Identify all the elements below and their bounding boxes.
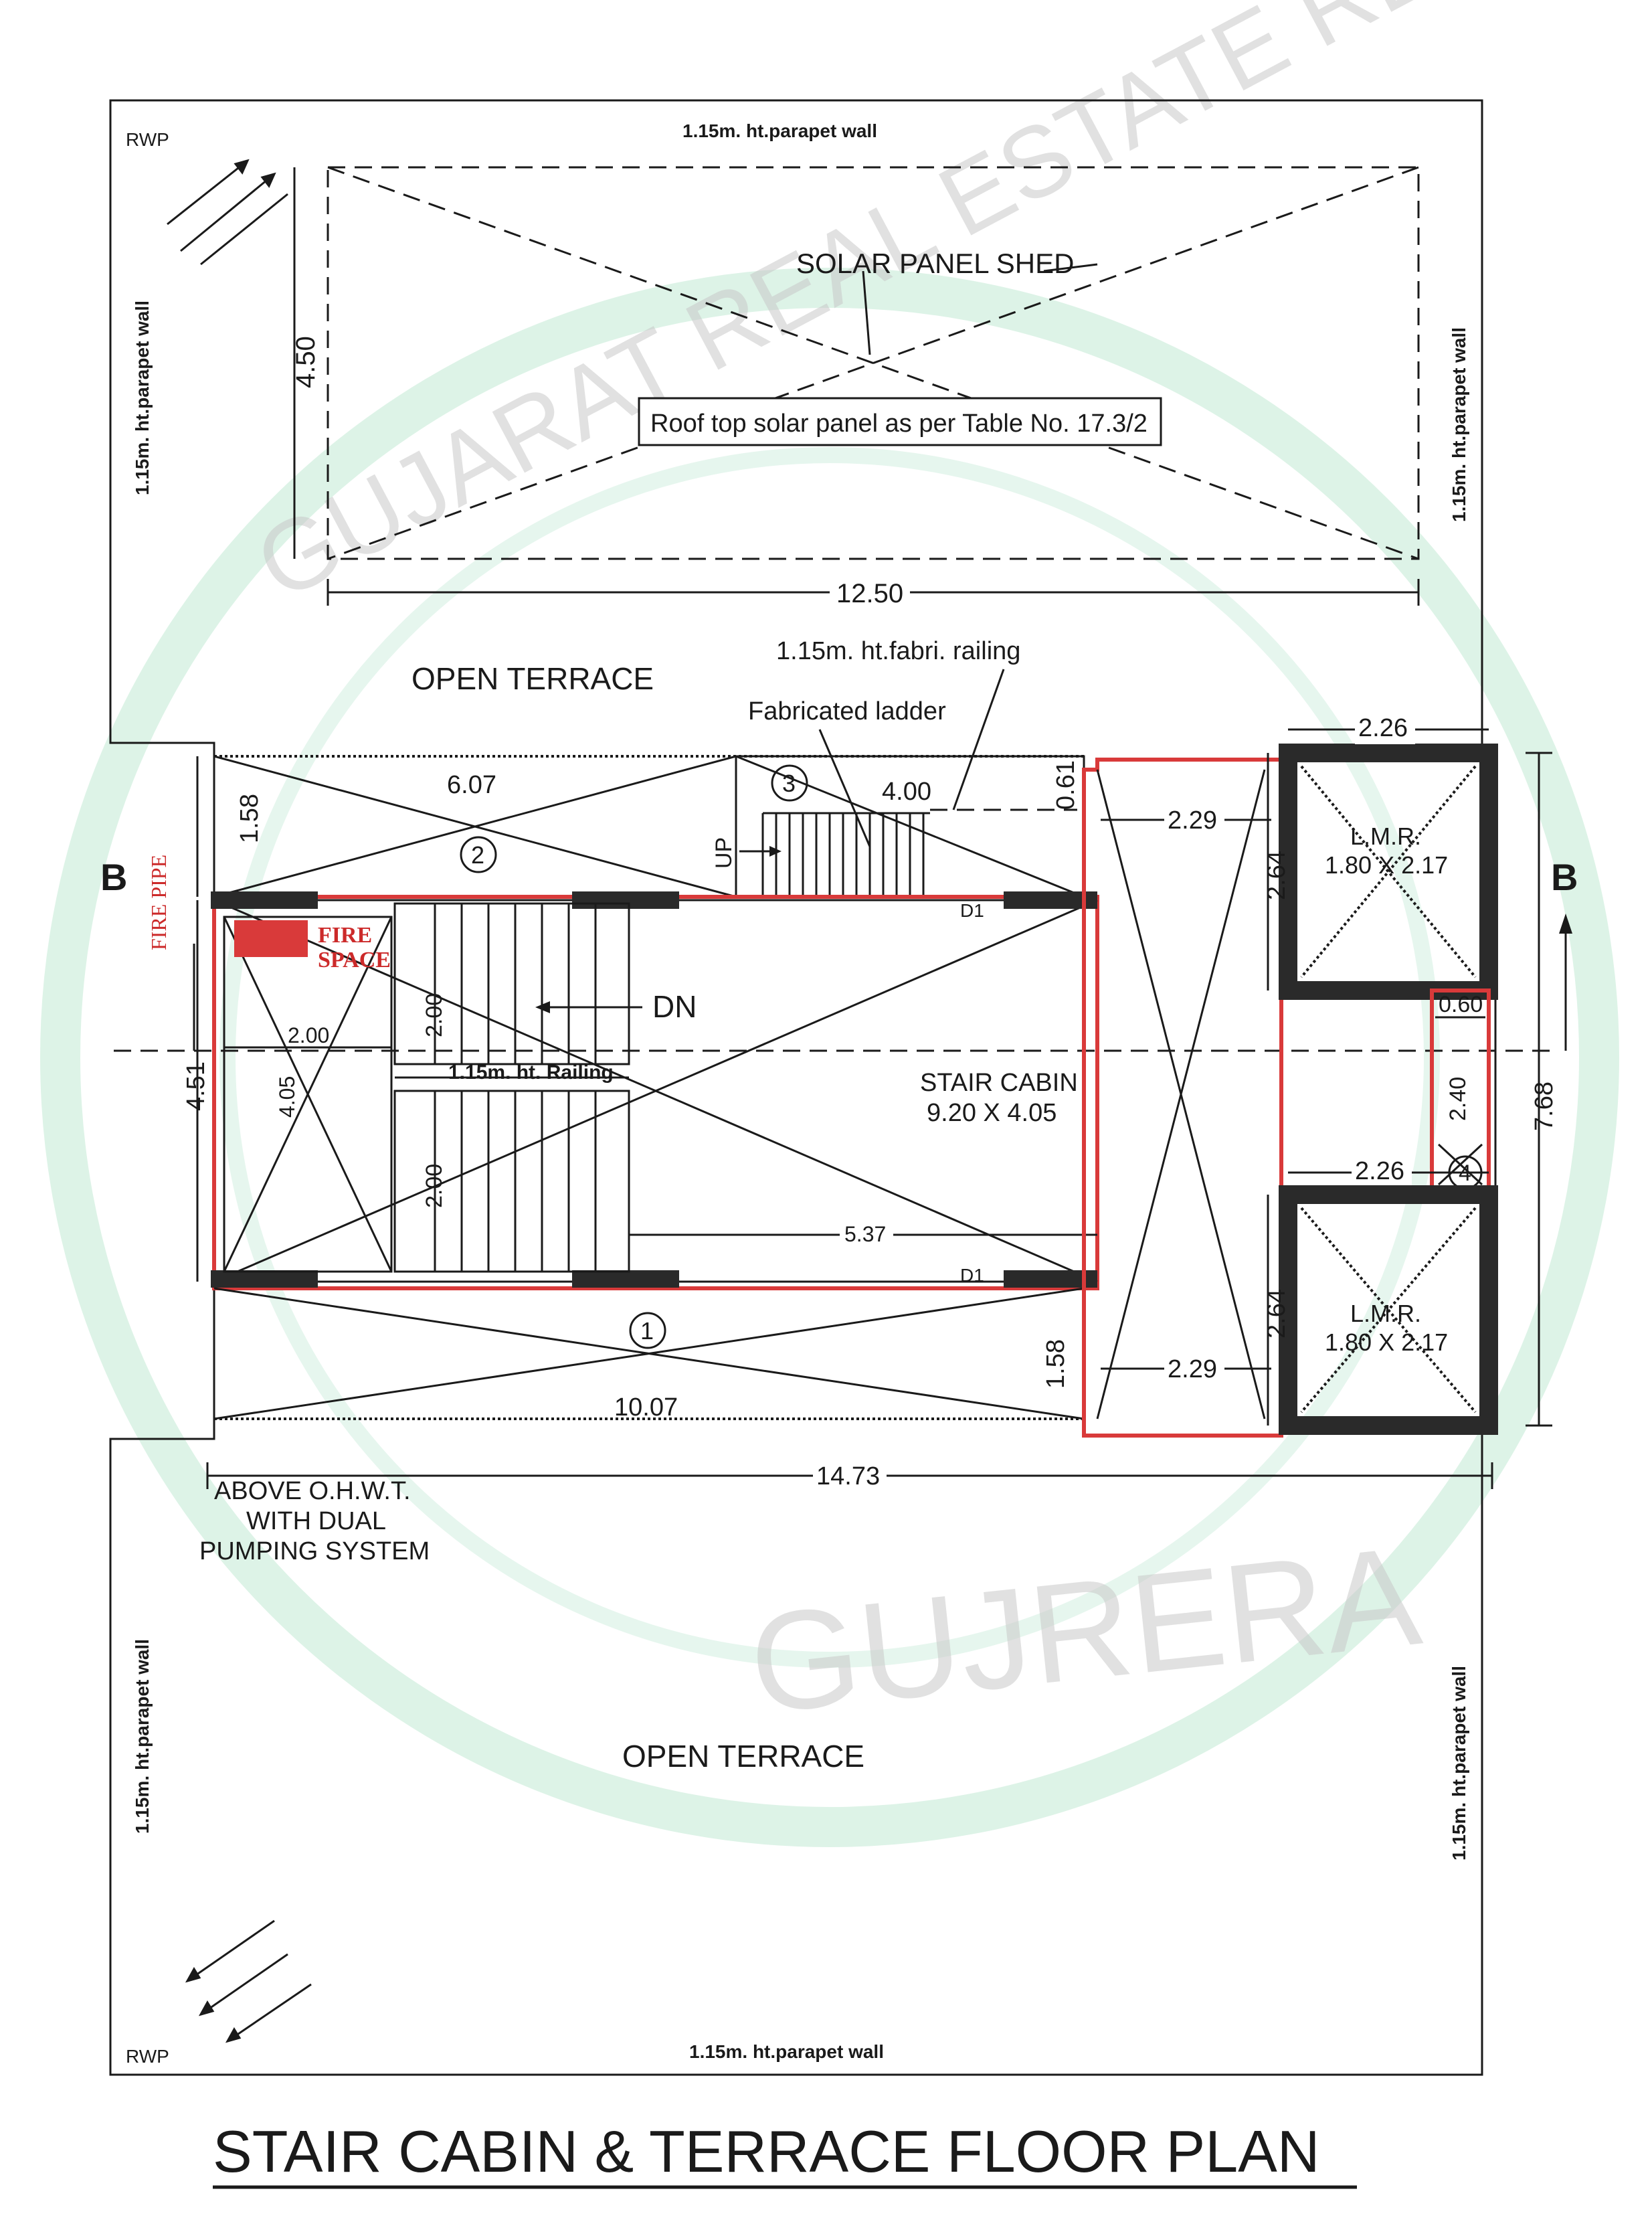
inner-railing-label: 1.15m. ht. Railing — [448, 1061, 614, 1084]
overall-dimension: 14.73 — [206, 1460, 1493, 1490]
ohwt-note-3: PUMPING SYSTEM — [199, 1537, 430, 1565]
fire-pipe-label: FIRE PIPE — [147, 855, 171, 950]
rwp-label-bottom: RWP — [126, 2046, 169, 2067]
dim-solar-height: 4.50 — [291, 336, 320, 388]
solar-note: Roof top solar panel as per Table No. 17… — [650, 410, 1148, 438]
circle-marker-2: 2 — [471, 841, 484, 869]
railing-note: 1.15m. ht.fabri. railing — [776, 637, 1020, 665]
terrace-outline — [109, 99, 1497, 2076]
solar-shed-label: SOLAR PANEL SHED — [796, 248, 1074, 279]
rwp-arrows-top — [167, 159, 288, 266]
rwp-arrows-bottom — [185, 1919, 312, 2043]
dim-lmr-width-mid: 2.26 — [1355, 1157, 1404, 1185]
plan-title: STAIR CABIN & TERRACE FLOOR PLAN — [213, 2118, 1319, 2184]
dim-right-total: 7.68 — [1530, 1082, 1558, 1131]
up-label: UP — [711, 837, 737, 869]
dim-bottom-strip-len: 10.07 — [614, 1393, 678, 1422]
parapet-label-left-upper: 1.15m. ht.parapet wall — [132, 300, 153, 495]
dim-landing-len: 5.37 — [844, 1222, 886, 1246]
dim-shaft-bottom-w: 2.29 — [1168, 1355, 1217, 1383]
open-terrace-bottom: OPEN TERRACE — [622, 1739, 864, 1774]
door-label-bottom: D1 — [960, 1265, 984, 1286]
dim-flight-bottom: 2.00 — [422, 1164, 447, 1208]
dim-left-total: 4.51 — [182, 1061, 210, 1111]
bottom-strip: 1 10.07 1.58 — [213, 1287, 1085, 1422]
dn-label: DN — [652, 989, 697, 1024]
dim-mid-h: 2.40 — [1445, 1077, 1471, 1121]
dim-lmr-width-top: 2.26 — [1358, 714, 1408, 742]
dim-ladder-w: 0.61 — [1052, 760, 1080, 810]
circle-marker-3: 3 — [782, 770, 796, 797]
lmr-top-label: L.M.R. — [1350, 823, 1421, 850]
dim-top-strip-h: 1.58 — [236, 794, 264, 843]
circle-marker-4: 4 — [1459, 1160, 1471, 1186]
open-terrace-top: OPEN TERRACE — [411, 661, 654, 696]
ohwt-note-2: WITH DUAL — [246, 1507, 386, 1535]
top-strip: 6.07 1.58 2 — [196, 755, 1084, 898]
fire-space-label-1: FIRE — [318, 923, 372, 948]
ladder-zone: UP 3 4.00 0.61 — [711, 755, 1085, 898]
parapet-label-left-lower: 1.15m. ht.parapet wall — [132, 1639, 153, 1834]
dim-lmr-h-top: 2.64 — [1263, 851, 1291, 900]
dim-lmr-h-bottom: 2.64 — [1263, 1289, 1291, 1339]
dim-fire-w: 2.00 — [288, 1023, 329, 1047]
stair-cabin-label: STAIR CABIN — [920, 1069, 1078, 1097]
lift-shaft-area: 2.29 2.29 — [1082, 758, 1283, 1438]
fire-space-label-2: SPACE — [318, 948, 391, 972]
dim-overall-len: 14.73 — [816, 1462, 880, 1490]
stair-cabin-size: 9.20 X 4.05 — [927, 1099, 1057, 1127]
dim-ladder-len: 4.00 — [882, 778, 931, 806]
parapet-label-top: 1.15m. ht.parapet wall — [682, 120, 877, 141]
section-label-left: B — [100, 856, 127, 898]
parapet-label-right-lower: 1.15m. ht.parapet wall — [1449, 1666, 1469, 1861]
ladder-note: Fabricated ladder — [748, 697, 946, 725]
dim-flight-top: 2.00 — [422, 993, 447, 1037]
circle-marker-1: 1 — [640, 1317, 654, 1345]
section-line: B B — [100, 856, 1578, 1052]
dim-top-strip-len: 6.07 — [447, 771, 496, 799]
lmr-bottom-size: 1.80 X 2.17 — [1325, 1328, 1448, 1356]
lmr-top-size: 1.80 X 2.17 — [1325, 851, 1448, 879]
parapet-label-bottom: 1.15m. ht.parapet wall — [689, 2041, 884, 2062]
rwp-label-top: RWP — [126, 129, 169, 150]
lmr-room-top: L.M.R. 1.80 X 2.17 2.26 2.64 — [1263, 714, 1498, 1000]
door-label-top: D1 — [960, 900, 984, 921]
watermark-center-text: GUJRERA — [743, 1517, 1427, 1743]
section-label-right: B — [1551, 856, 1578, 898]
dim-fire-h: 4.05 — [275, 1076, 299, 1118]
lmr-room-bottom: L.M.R. 1.80 X 2.17 2.64 — [1263, 1185, 1498, 1435]
ohwt-note-1: ABOVE O.H.W.T. — [214, 1477, 411, 1505]
parapet-label-right-upper: 1.15m. ht.parapet wall — [1449, 327, 1469, 522]
dim-bottom-strip-h: 1.58 — [1042, 1339, 1070, 1389]
dim-solar-width: 12.50 — [836, 579, 903, 608]
dim-gap-small: 0.60 — [1439, 992, 1483, 1017]
stair-cabin: D1 D1 1.15m. ht. Railing DN 2.00 2.00 5.… — [147, 855, 1099, 1290]
dim-shaft-top-w: 2.29 — [1168, 806, 1217, 835]
solar-panel-shed: SOLAR PANEL SHED Roof top solar panel as… — [291, 166, 1420, 608]
lmr-bottom-label: L.M.R. — [1350, 1300, 1421, 1327]
